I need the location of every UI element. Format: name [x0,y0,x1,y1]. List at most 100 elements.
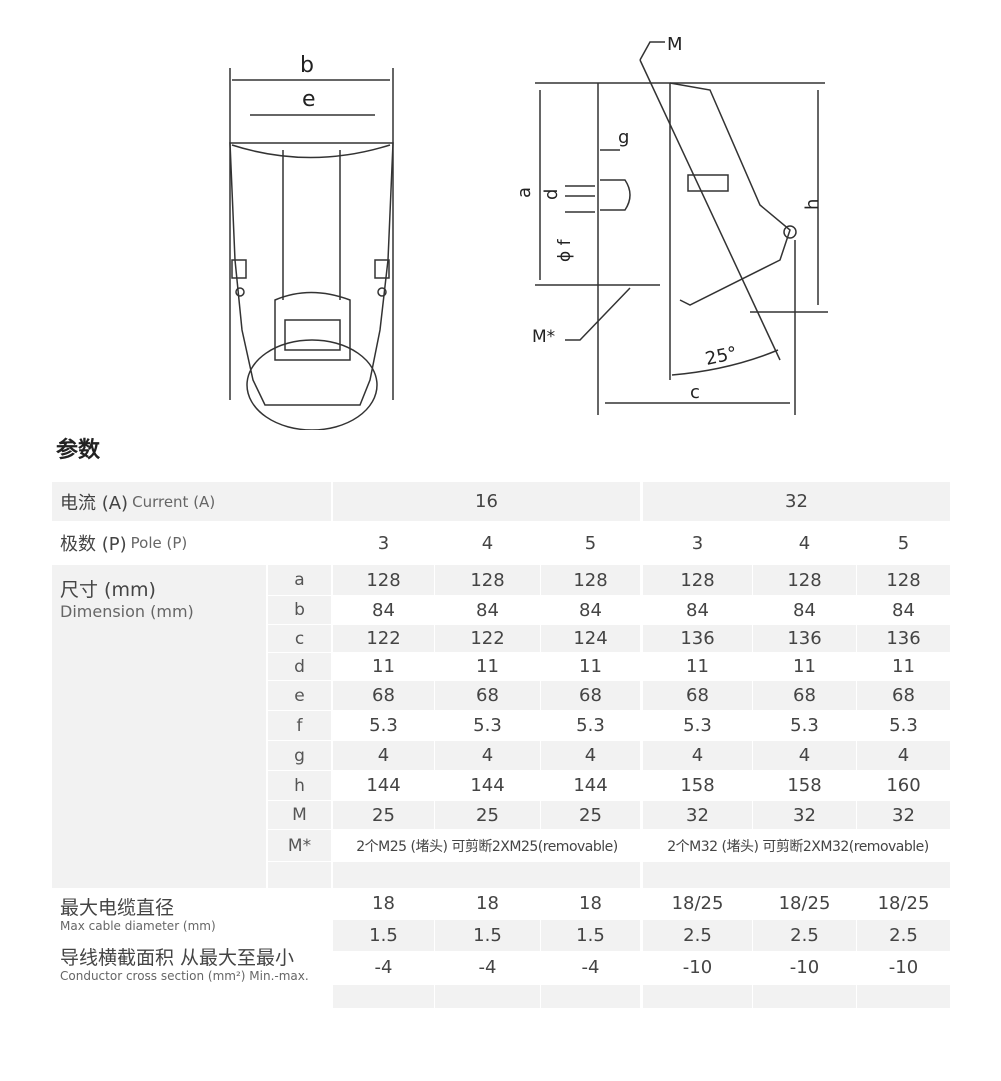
front-view [229,68,394,430]
label-c: c [690,382,700,403]
label-M-star: M* [532,327,555,347]
dimension-value: 25 [541,801,640,829]
dimension-value: 11 [892,656,915,677]
blank-cell [643,862,950,888]
pole-value: 5 [897,532,910,554]
blank-cell [435,985,540,1008]
dimension-value: 136 [643,625,752,652]
dimension-value: 11 [579,656,602,677]
dimension-value: 4 [643,741,752,770]
dimension-value: 158 [680,775,715,796]
technical-drawing: b e M g a d ϕ f h M* 25° c [229,34,828,430]
dimension-value: 5.3 [576,715,605,736]
dimension-symbol: d [268,653,331,680]
mstar-value-32: 2个M32 (堵头) 可剪断2XM32(removable) [667,838,929,855]
dimension-value: 68 [333,681,434,710]
dimension-value: 122 [435,625,540,652]
dimension-value: 68 [541,681,640,710]
pole-label: 极数 (P)Pole (P) [52,521,331,565]
label-g: g [618,127,629,148]
conductor-label-zh: 导线横截面积 从最大至最小 [60,947,295,969]
dimension-value: 144 [366,775,401,796]
conductor-min-value: -10 [888,957,919,978]
dimension-value: 4 [857,741,950,770]
cable-value: 18 [476,893,499,914]
label-e: e [302,87,316,112]
dimension-value: 25 [333,801,434,829]
dimension-value: 128 [643,565,752,595]
dimension-value: 11 [372,656,395,677]
dimension-symbol: M* [268,830,331,861]
dimension-value: 68 [435,681,540,710]
label-h: h [802,199,823,210]
conductor-min-value: -10 [789,957,820,978]
dimension-value: 4 [333,741,434,770]
conductor-min-value: -4 [581,957,600,978]
blank-cell [268,862,331,888]
dimension-value: 124 [541,625,640,652]
dimension-value: 128 [333,565,434,595]
conductor-max-value: 1.5 [435,920,540,951]
dimension-symbol: M [268,801,331,829]
conductor-max-value: 2.5 [857,920,950,951]
dimension-value: 5.3 [473,715,502,736]
dimension-value: 84 [892,599,915,621]
label-b: b [300,53,314,78]
dimension-value: 84 [793,599,816,621]
conductor-min-value: -10 [682,957,713,978]
conductor-min-value: -4 [478,957,497,978]
dimension-value: 122 [333,625,434,652]
pole-label-zh: 极数 (P) [60,534,127,555]
dimension-value: 136 [753,625,856,652]
cable-value: 18/25 [778,893,831,914]
dimension-value: 5.3 [889,715,918,736]
cable-value: 18 [372,893,395,914]
conductor-max-value: 1.5 [333,920,434,951]
dimension-value: 68 [753,681,856,710]
dimension-symbol: b [268,596,331,624]
dimension-symbol: h [268,771,331,800]
label-a: a [514,187,535,198]
mstar-value-16: 2个M25 (堵头) 可剪断2XM25(removable) [356,838,618,855]
dimension-label-zh: 尺寸 (mm) [60,579,156,601]
current-label-zh: 电流 (A) [60,492,129,514]
blank-cell [541,985,640,1008]
conductor-max-value: 1.5 [541,920,640,951]
dimension-symbol: e [268,681,331,710]
cable-label-zh: 最大电缆直径 [60,897,175,919]
pole-value: 3 [691,532,704,554]
pole-label-en: Pole (P) [130,534,188,552]
dimension-label-en: Dimension (mm) [60,602,194,621]
label-phi-f: ϕ f [555,238,575,262]
dimension-value: 32 [753,801,856,829]
dimension-value: 68 [643,681,752,710]
cable-label-en: Max cable diameter (mm) [60,919,216,933]
dimension-value: 84 [579,599,602,621]
side-view [535,41,828,415]
blank-cell [643,985,752,1008]
cable-value: 18 [579,893,602,914]
current-label: 电流 (A)Current (A) [52,482,331,521]
conductor-min-value: -4 [374,957,393,978]
section-title: 参数 [56,438,101,463]
dimension-value: 128 [857,565,950,595]
label-M: M [667,34,683,55]
blank-cell [333,862,640,888]
dimension-value: 144 [573,775,608,796]
conductor-label-en: Conductor cross section (mm²) Min.-max. [60,969,309,983]
dimension-symbol: a [268,565,331,595]
dimension-value: 4 [753,741,856,770]
dimension-value: 144 [470,775,505,796]
cable-value: 18/25 [671,893,724,914]
dimension-value: 11 [476,656,499,677]
cable-value: 18/25 [877,893,930,914]
blank-cell [753,985,856,1008]
dimension-value: 5.3 [790,715,819,736]
blank-cell [333,985,434,1008]
dimension-value: 25 [435,801,540,829]
dimension-value: 4 [435,741,540,770]
current-32: 32 [643,482,950,521]
